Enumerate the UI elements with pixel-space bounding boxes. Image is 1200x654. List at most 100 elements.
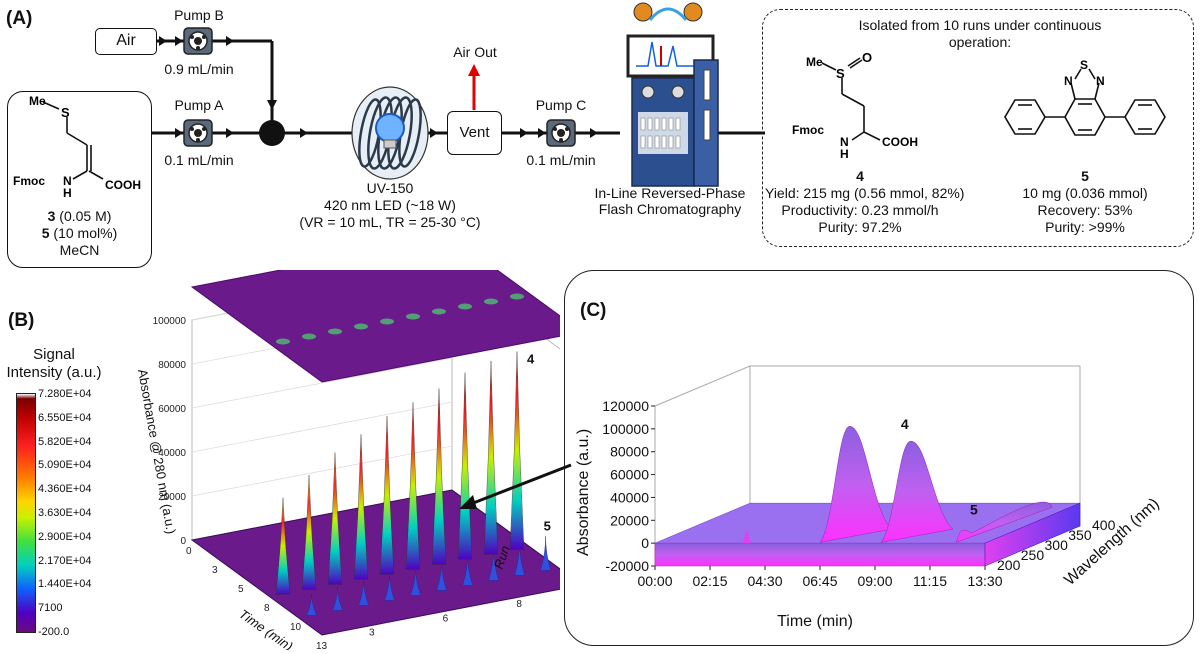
product-5-amount: 10 mg (0.036 mmol)	[1022, 185, 1148, 201]
chart-c-ztick: 400	[1092, 517, 1116, 533]
chart-b-gridline	[191, 357, 453, 409]
chart-b-peak-5	[332, 586, 343, 611]
chart-b-xtick: 3	[212, 565, 218, 576]
pump-b-icon	[183, 27, 213, 55]
chart-b-top-spot	[328, 328, 342, 335]
reactor-conditions: (VR = 10 mL, TR = 25-30 °C)	[299, 214, 481, 230]
chart-b-peak-label-5: 5	[544, 518, 551, 533]
chart-b-top-spot	[302, 333, 316, 340]
chart-c-peak-label-5: 5	[970, 502, 978, 518]
p4-s: S	[836, 66, 845, 81]
chart-b-ytick: 20000	[158, 492, 186, 503]
flash-chromatography-icon	[626, 2, 719, 187]
chart-b-gridline	[191, 445, 453, 497]
colorbar-tick-label: -200.0	[38, 626, 70, 638]
chart-c-xlabel: Time (min)	[777, 613, 853, 630]
chart-b-gridline	[191, 401, 453, 453]
chart-b-peak-4	[431, 388, 447, 565]
flow-arrows	[159, 36, 598, 138]
chart-c-peak-5	[956, 501, 1053, 543]
chart-b-peak-4	[353, 434, 369, 580]
p5-s: S	[1080, 58, 1088, 72]
colorbar-tick-label: 7100	[38, 602, 63, 615]
panel-label-a: (A)	[6, 8, 33, 29]
p4-h: H	[840, 147, 849, 158]
reactor-name: UV-150	[366, 180, 414, 196]
feed-n: N	[63, 174, 72, 188]
chart-b-peak-5	[436, 560, 447, 591]
chart-b-peak-4	[275, 497, 291, 595]
chart-b-ytick: 0	[180, 536, 186, 547]
p4-o: O	[862, 50, 872, 65]
chart-b-ytick: 100000	[153, 316, 187, 327]
panel-label-b: (B)	[8, 310, 35, 331]
chart-b-xtick: 0	[186, 546, 192, 557]
product-5-purity: Purity: >99%	[1045, 219, 1125, 235]
chart-b-top-spot	[432, 308, 446, 315]
pump-c-icon	[546, 119, 576, 147]
pump-c-label: Pump C	[535, 97, 587, 113]
chart-c-ytick: 100000	[602, 421, 649, 437]
chart-c-ytick: 60000	[610, 467, 649, 483]
chart-c-ztick: 250	[1021, 547, 1045, 563]
methionine-structure: Me S Fmoc N H COOH	[13, 94, 141, 200]
chart-c-ztick: 200	[997, 557, 1021, 573]
colorbar-tick-label: 2.900E+04	[38, 530, 92, 543]
chart-b-peak-5	[540, 536, 551, 571]
chart-c-xtick: 06:45	[802, 573, 837, 589]
zoom-arrow	[459, 463, 572, 509]
p4-n: N	[840, 135, 849, 149]
feed-line-1: 3 (0.05 M)	[47, 208, 112, 224]
chart-c-xtick: 02:15	[692, 573, 727, 589]
chart-b-ytick: 80000	[158, 360, 186, 371]
chart-b-peak-4	[483, 360, 499, 555]
chart-b-peak-5	[488, 548, 499, 581]
product-4-structure: Me S O Fmoc N H COOH	[792, 50, 918, 158]
chart-c-ytick: 0	[641, 535, 649, 551]
product-5-structure: S N N	[1004, 58, 1166, 136]
chart-b-peak-5	[306, 593, 317, 616]
p5-n-right: N	[1096, 74, 1105, 88]
chart-b-peak-4	[405, 402, 421, 570]
feed-box	[7, 91, 152, 268]
product-5-recovery: Recovery: 53%	[1037, 202, 1133, 218]
chart-b-xtick: 8	[264, 603, 270, 614]
colorbar-tick-label: 3.630E+04	[38, 507, 92, 519]
air-label: Air	[116, 32, 136, 49]
colorbar-tick-label: 2.170E+04	[38, 554, 92, 567]
chart-b-peak-4	[327, 452, 343, 585]
chart-c-surface-front	[654, 542, 986, 567]
chart-c-xtick: 13:30	[967, 573, 1002, 589]
chart-b-top-spot	[484, 298, 498, 305]
chart-b-peak-4	[509, 351, 525, 550]
chart-b-ztick: 6	[443, 613, 449, 624]
colorbar-tick-label: 6.550E+04	[38, 411, 92, 424]
p4-fmoc: Fmoc	[792, 123, 824, 137]
feed-me: Me	[29, 94, 46, 108]
colorbar-tick-label: 7.280E+04	[38, 388, 92, 400]
colorbar-tick-label: 5.090E+04	[38, 459, 92, 472]
chart-b-ytick: 60000	[158, 404, 186, 415]
isolated-box	[762, 9, 1194, 247]
pump-a-icon	[183, 119, 213, 147]
isolated-title-2: operation:	[948, 34, 1012, 50]
chart-b-top-heatmap	[190, 270, 560, 383]
feed-cooh: COOH	[105, 178, 141, 192]
reactor-led: 420 nm LED (~18 W)	[324, 197, 456, 213]
chart-c-xtick: 09:00	[857, 573, 892, 589]
p5-n-left: N	[1064, 74, 1073, 88]
pump-b-label: Pump B	[174, 7, 224, 23]
chromatography-line2: Flash Chromatography	[598, 201, 742, 217]
chart-c-ytick: 120000	[602, 398, 649, 414]
air-out-label: Air Out	[453, 44, 497, 60]
pump-c-rate: 0.1 mL/min	[526, 152, 596, 168]
chart-c-peak-label-4: 4	[901, 416, 909, 432]
chart-b-peak-label-4: 4	[527, 352, 535, 367]
chart-b-xtick: 10	[290, 622, 302, 633]
chart-c-ztick: 350	[1068, 527, 1092, 543]
pump-a-label: Pump A	[174, 97, 224, 113]
chart-c-minor-peak	[742, 529, 751, 544]
chart-b-top-spot	[458, 303, 472, 310]
colorbar-tick-label: 1.440E+04	[38, 578, 92, 591]
chart-b-ztick: 8	[516, 599, 522, 610]
